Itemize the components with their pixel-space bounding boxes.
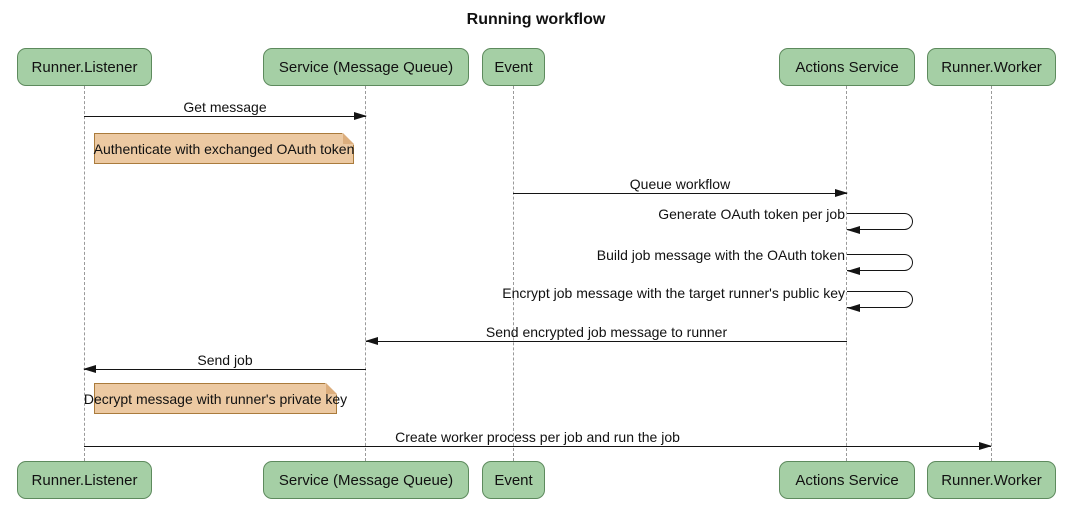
actor-bottom-service-message-queue: Service (Message Queue) xyxy=(263,461,469,499)
arrowhead-left-icon xyxy=(83,365,96,373)
message-arrow-line xyxy=(83,365,366,373)
actor-top-runner-listener: Runner.Listener xyxy=(17,48,152,86)
actor-top-actions-service: Actions Service xyxy=(779,48,915,86)
message-create-worker-process: Create worker process per job and run th… xyxy=(84,429,992,450)
actor-top-event: Event xyxy=(482,48,545,86)
arrowhead-left-icon xyxy=(847,225,860,234)
message-label: Send encrypted job message to runner xyxy=(485,324,728,340)
arrowhead-right-icon xyxy=(354,112,367,120)
actor-bottom-actions-service: Actions Service xyxy=(779,461,915,499)
arrowhead-right-icon xyxy=(835,189,848,197)
message-label: Send job xyxy=(197,352,253,368)
arrowhead-left-icon xyxy=(365,337,378,345)
message-queue-workflow: Queue workflow xyxy=(513,176,848,197)
message-arrow-line xyxy=(84,112,367,120)
arrowhead-right-icon xyxy=(979,442,992,450)
actor-bottom-runner-listener: Runner.Listener xyxy=(17,461,152,499)
message-arrow-line xyxy=(365,337,847,345)
message-send-job: Send job xyxy=(83,352,366,373)
arrowhead-left-icon xyxy=(847,303,860,312)
message-label: Get message xyxy=(183,99,267,115)
actor-bottom-runner-worker: Runner.Worker xyxy=(927,461,1056,499)
note-decrypt-message: Decrypt message with runner's private ke… xyxy=(84,382,347,414)
message-label: Create worker process per job and run th… xyxy=(395,429,680,445)
self-message-generate-oauth-token: Generate OAuth token per job xyxy=(658,206,845,222)
actor-bottom-event: Event xyxy=(482,461,545,499)
lifeline-event xyxy=(513,86,514,461)
self-message-build-job-message: Build job message with the OAuth token xyxy=(596,247,845,263)
lifeline-actions-service xyxy=(846,86,847,461)
lifeline-service-message-queue xyxy=(365,86,366,461)
lifeline-runner-listener xyxy=(84,86,85,461)
lifeline-runner-worker xyxy=(991,86,992,461)
message-send-encrypted-job-message: Send encrypted job message to runner xyxy=(365,324,847,345)
self-message-loop xyxy=(847,213,913,230)
message-get-message: Get message xyxy=(84,99,367,120)
actor-top-service-message-queue: Service (Message Queue) xyxy=(263,48,469,86)
diagram-title: Running workflow xyxy=(466,11,606,28)
actor-top-runner-worker: Runner.Worker xyxy=(927,48,1056,86)
message-arrow-line xyxy=(84,442,992,450)
self-message-encrypt-job-message: Encrypt job message with the target runn… xyxy=(502,285,845,301)
self-message-loop xyxy=(847,291,913,308)
self-message-loop xyxy=(847,254,913,271)
message-label: Queue workflow xyxy=(629,176,731,192)
note-authenticate-oauth: Authenticate with exchanged OAuth token xyxy=(94,132,354,164)
arrowhead-left-icon xyxy=(847,266,860,275)
message-arrow-line xyxy=(513,189,848,197)
